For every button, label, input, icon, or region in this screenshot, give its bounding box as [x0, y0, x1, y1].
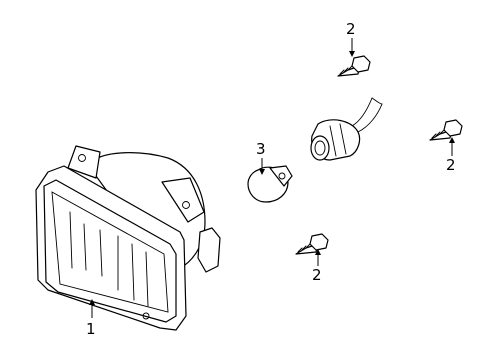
socket-with-wire — [310, 97, 383, 161]
bolt-right — [429, 119, 463, 141]
callout-bulb: 3 — [256, 140, 266, 158]
callout-bolt-bottom: 2 — [312, 266, 322, 284]
bulb — [247, 165, 293, 203]
callout-bolt-right: 2 — [446, 156, 456, 174]
callout-headlamp: 1 — [86, 320, 96, 338]
bolt-top — [337, 55, 371, 77]
headlamp-assembly — [35, 145, 221, 331]
callout-bolt-top: 2 — [346, 20, 356, 38]
bolt-bottom — [295, 233, 329, 255]
